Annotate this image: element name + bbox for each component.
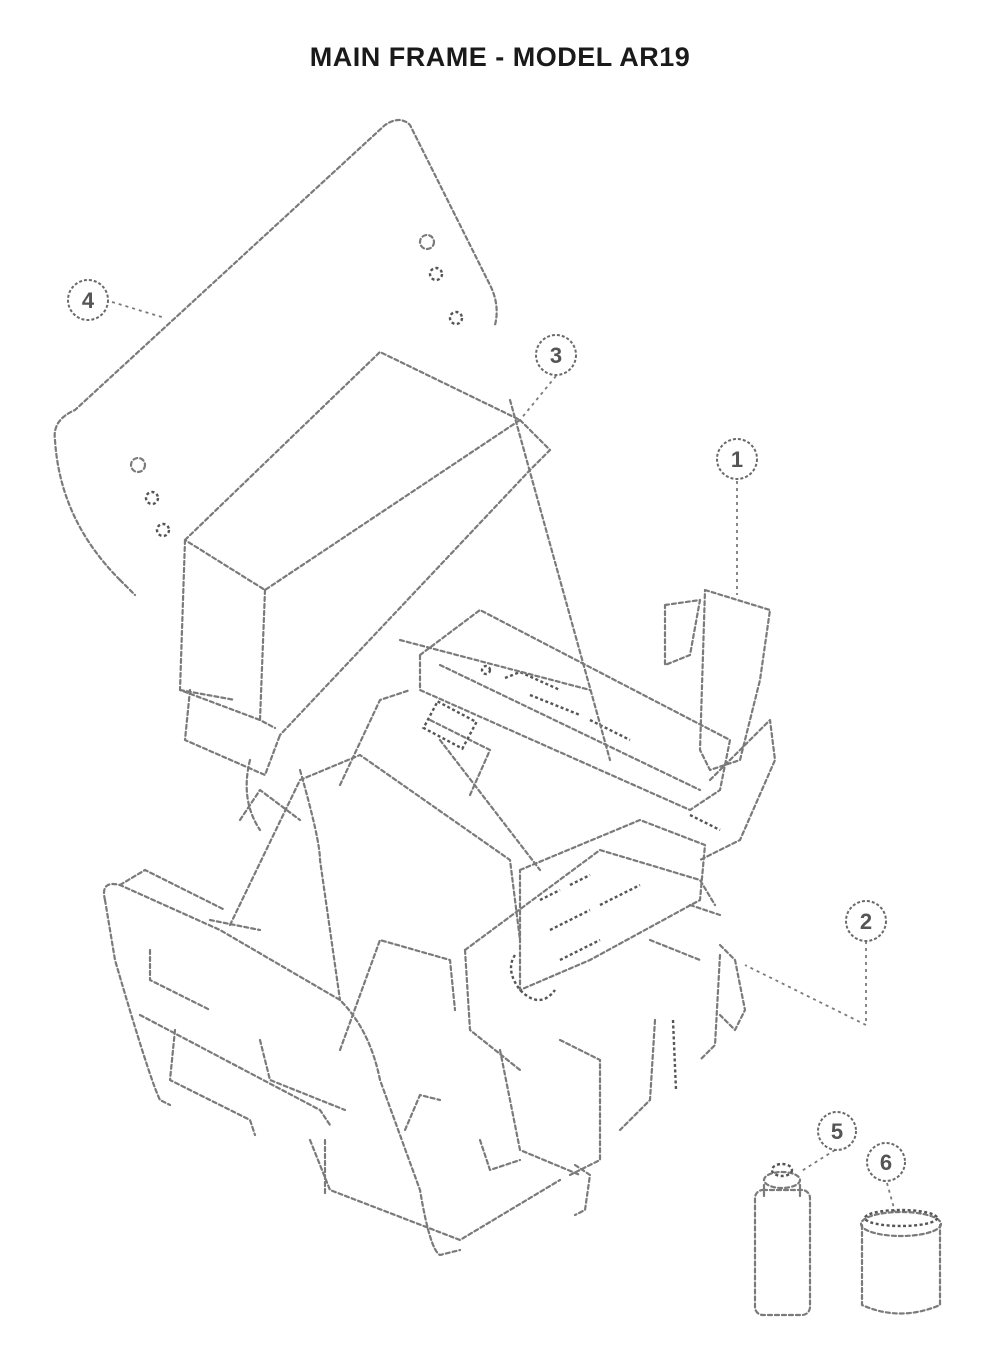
callout-5: 5 bbox=[817, 1111, 857, 1151]
cover-screws bbox=[129, 233, 464, 538]
callout-3: 3 bbox=[535, 334, 577, 376]
cover-panel bbox=[53, 118, 498, 597]
callout-4: 4 bbox=[67, 279, 109, 321]
main-frame bbox=[102, 398, 747, 1257]
grease-tin bbox=[859, 1208, 943, 1315]
control-module bbox=[418, 588, 777, 862]
leader-lines bbox=[111, 301, 896, 1213]
callout-2: 2 bbox=[845, 900, 887, 942]
callout-6: 6 bbox=[866, 1142, 906, 1182]
diagram-title: MAIN FRAME - MODEL AR19 bbox=[309, 42, 691, 72]
callout-2-label: 2 bbox=[860, 909, 872, 934]
spray-can bbox=[753, 1162, 812, 1317]
callout-3-label: 3 bbox=[550, 343, 562, 368]
hopper-box bbox=[178, 350, 552, 777]
callout-1: 1 bbox=[716, 438, 758, 480]
callout-6-label: 6 bbox=[880, 1150, 892, 1175]
callout-4-label: 4 bbox=[82, 288, 95, 313]
callout-1-label: 1 bbox=[731, 447, 743, 472]
callout-5-label: 5 bbox=[831, 1119, 843, 1144]
